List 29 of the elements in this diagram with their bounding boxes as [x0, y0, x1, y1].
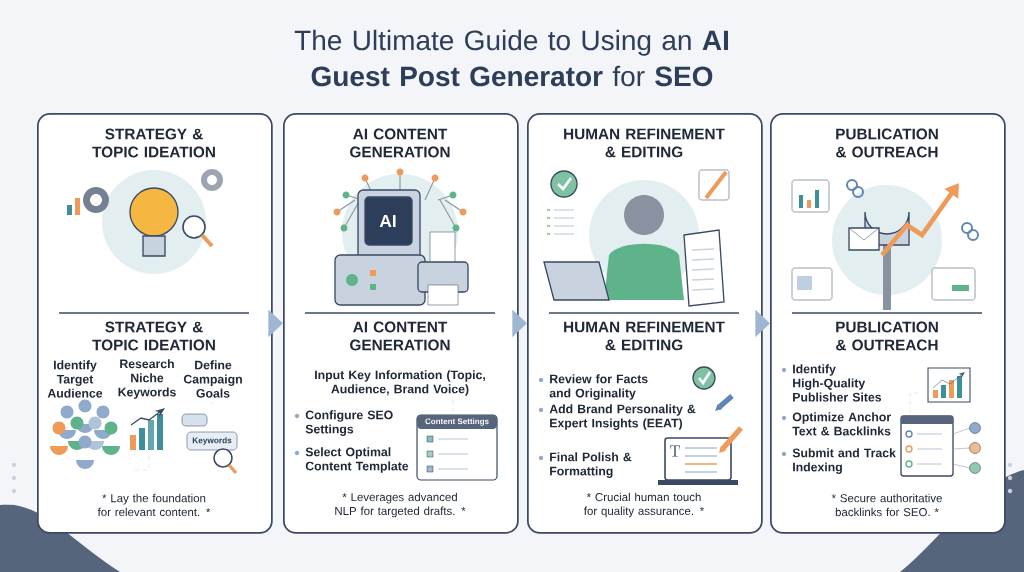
footnote: * Crucial human touch for quality assurance. * [583, 492, 705, 518]
bullet-text: Select Optimal Content Template [305, 447, 409, 473]
bullet-text: Add Brand Personality & Expert Insights (EEAT) [549, 404, 696, 430]
footnote: * Leverages advanced NLP for targeted drafts. * [335, 492, 466, 518]
step-label: Define Campaign Goals [183, 360, 242, 398]
letter-glyph: T [669, 445, 681, 457]
panel-heading: STRATEGY & TOPIC IDEATION [92, 128, 215, 158]
section-heading: PUBLICATION & OUTREACH [836, 321, 938, 351]
bullet-text: Submit and Track Indexing [792, 448, 896, 474]
panel-heading: HUMAN REFINEMENT & EDITING [564, 128, 725, 158]
section-heading: STRATEGY & TOPIC IDEATION [92, 321, 215, 351]
bullet-text: Configure SEO Settings [305, 410, 393, 436]
bullet-text: Final Polish & Formatting [550, 452, 632, 478]
bullet-text: Optimize Anchor Text & Backlinks [792, 412, 891, 436]
bullet-text: Review for Facts and Originality [549, 374, 648, 400]
title: The Ultimate Guide to Using an AI Guest Post Generator for SEO [294, 29, 728, 87]
bullet-text: Identify High-Quality Publisher Sites [793, 364, 882, 402]
ai-label: AI [379, 215, 396, 227]
footnote: * Secure authoritative backlinks for SEO. * [831, 493, 942, 517]
step-label: Identify Target Audience [47, 360, 103, 398]
section-heading: HUMAN REFINEMENT & EDITING [564, 321, 725, 351]
panel-heading: PUBLICATION & OUTREACH [836, 128, 938, 158]
panel-heading: AI CONTENT GENERATION [350, 128, 450, 158]
footnote: * Lay the foundation for relevant content. * [97, 493, 211, 517]
step-label: Research Niche Keywords [118, 359, 176, 399]
step-label: Input Key Information (Topic, Audience, Brand Voice) [315, 370, 485, 396]
section-heading: AI CONTENT GENERATION [350, 321, 450, 351]
card-header-text: Content Settings [425, 418, 489, 426]
keyword-tag: Keywords [192, 437, 232, 445]
